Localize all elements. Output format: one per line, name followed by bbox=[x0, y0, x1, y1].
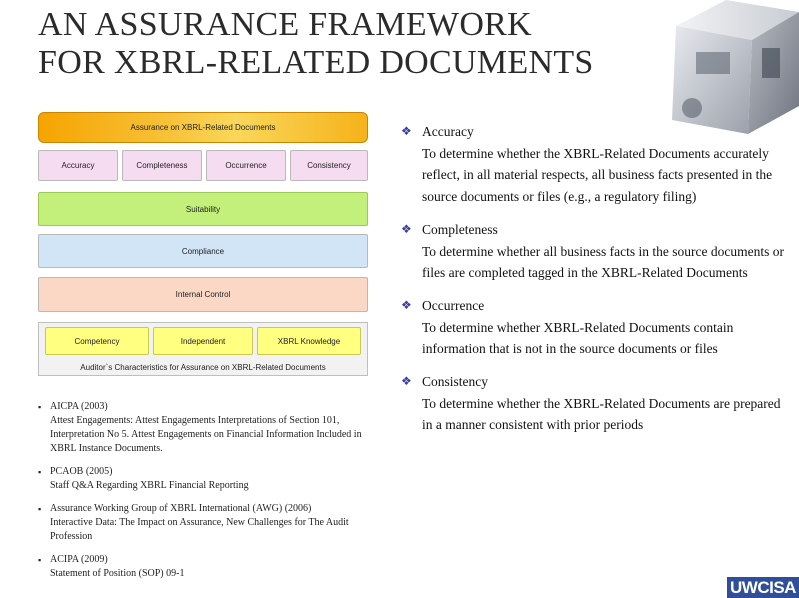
reference-head: PCAOB (2005) bbox=[50, 466, 113, 477]
reference-item: ▪ PCAOB (2005) Staff Q&A Regarding XBRL … bbox=[38, 465, 388, 493]
diamond-bullet-icon: ❖ bbox=[401, 124, 412, 138]
criterion-term: Completeness bbox=[422, 221, 498, 237]
suitability-box: Suitability bbox=[38, 192, 368, 226]
criterion-completeness: ❖ Completeness To determine whether all … bbox=[399, 219, 794, 284]
xbrl-knowledge-box: XBRL Knowledge bbox=[257, 327, 361, 355]
completeness-box: Completeness bbox=[122, 150, 202, 181]
competency-box: Competency bbox=[45, 327, 149, 355]
reference-item: ▪ Assurance Working Group of XBRL Intern… bbox=[38, 502, 388, 544]
reference-item: ▪ AICPA (2003) Attest Engagements: Attes… bbox=[38, 400, 388, 456]
criterion-desc: To determine whether the XBRL-Related Do… bbox=[422, 395, 781, 433]
square-bullet-icon: ▪ bbox=[38, 555, 42, 565]
criterion-term: Consistency bbox=[422, 374, 488, 390]
title-line-2: FOR XBRL-RELATED DOCUMENTS bbox=[38, 44, 594, 81]
compliance-box: Compliance bbox=[38, 234, 368, 268]
criterion-accuracy: ❖ Accuracy To determine whether the XBRL… bbox=[399, 121, 794, 208]
title-line-1: AN ASSURANCE FRAMEWORK bbox=[38, 6, 533, 43]
diamond-bullet-icon: ❖ bbox=[401, 374, 412, 389]
criterion-desc: To determine whether the XBRL-Related Do… bbox=[422, 145, 773, 205]
auditor-characteristics-caption: Auditor`s Characteristics for Assurance … bbox=[80, 363, 326, 372]
slide-title: AN ASSURANCE FRAMEWORK FOR XBRL-RELATED … bbox=[38, 6, 718, 82]
square-bullet-icon: ▪ bbox=[38, 402, 42, 412]
square-bullet-icon: ▪ bbox=[38, 467, 42, 477]
criterion-term: Accuracy bbox=[422, 124, 474, 139]
reference-detail: Attest Engagements: Attest Engagements I… bbox=[50, 415, 362, 454]
internal-control-box: Internal Control bbox=[38, 277, 368, 312]
criterion-desc: To determine whether all business facts … bbox=[422, 243, 784, 281]
independent-box: Independent bbox=[153, 327, 253, 355]
criterion-consistency: ❖ Consistency To determine whether the X… bbox=[399, 371, 794, 436]
consistency-box: Consistency bbox=[290, 150, 368, 181]
auditor-characteristics-panel: Competency Independent XBRL Knowledge Au… bbox=[38, 322, 368, 376]
reference-item: ▪ ACIPA (2009) Statement of Position (SO… bbox=[38, 553, 388, 581]
criterion-term: Occurrence bbox=[422, 297, 485, 313]
reference-detail: Interactive Data: The Impact on Assuranc… bbox=[50, 517, 349, 542]
assurance-framework-diagram: Assurance on XBRL-Related Documents Accu… bbox=[36, 112, 372, 376]
criterion-occurrence: ❖ Occurrence To determine whether XBRL-R… bbox=[399, 295, 794, 360]
diamond-bullet-icon: ❖ bbox=[401, 297, 412, 312]
reference-head: Assurance Working Group of XBRL Internat… bbox=[50, 503, 312, 514]
reference-head: ACIPA (2009) bbox=[50, 554, 108, 565]
references-list: ▪ AICPA (2003) Attest Engagements: Attes… bbox=[38, 400, 388, 590]
occurrence-box: Occurrence bbox=[206, 150, 286, 181]
assurance-box: Assurance on XBRL-Related Documents bbox=[38, 112, 368, 143]
uwcisa-logo: UWCISA bbox=[727, 577, 799, 598]
reference-detail: Statement of Position (SOP) 09-1 bbox=[50, 568, 185, 579]
cube-graphic-icon bbox=[672, 0, 799, 134]
reference-head: AICPA (2003) bbox=[50, 401, 108, 412]
diamond-bullet-icon: ❖ bbox=[401, 221, 412, 236]
criteria-list: ❖ Accuracy To determine whether the XBRL… bbox=[399, 121, 794, 436]
accuracy-box: Accuracy bbox=[38, 150, 118, 181]
criterion-desc: To determine whether XBRL-Related Docume… bbox=[422, 319, 734, 357]
reference-detail: Staff Q&A Regarding XBRL Financial Repor… bbox=[50, 480, 249, 491]
square-bullet-icon: ▪ bbox=[38, 504, 42, 514]
